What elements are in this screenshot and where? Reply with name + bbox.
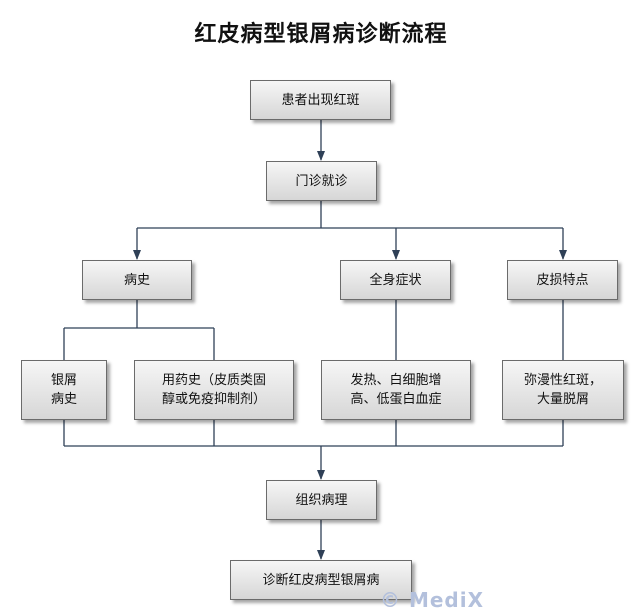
node-rash: 患者出现红斑	[250, 80, 391, 120]
node-skin: 皮损特点	[507, 260, 618, 300]
node-pathology: 组织病理	[266, 480, 377, 520]
node-fever: 发热、白细胞增 高、低蛋白血症	[321, 360, 471, 420]
node-medication: 用药史（皮质类固 醇或免疫抑制剂）	[134, 360, 294, 420]
node-erythema: 弥漫性红斑， 大量脱屑	[502, 360, 624, 420]
node-history: 病史	[82, 260, 192, 300]
node-psoriasis-history: 银屑 病史	[21, 360, 107, 420]
node-symptoms: 全身症状	[340, 260, 451, 300]
node-diagnosis: 诊断红皮病型银屑病	[230, 560, 412, 600]
watermark-logo: © MediX	[380, 588, 485, 612]
node-clinic: 门诊就诊	[266, 161, 377, 201]
diagram-title: 红皮病型银屑病诊断流程	[194, 22, 448, 47]
